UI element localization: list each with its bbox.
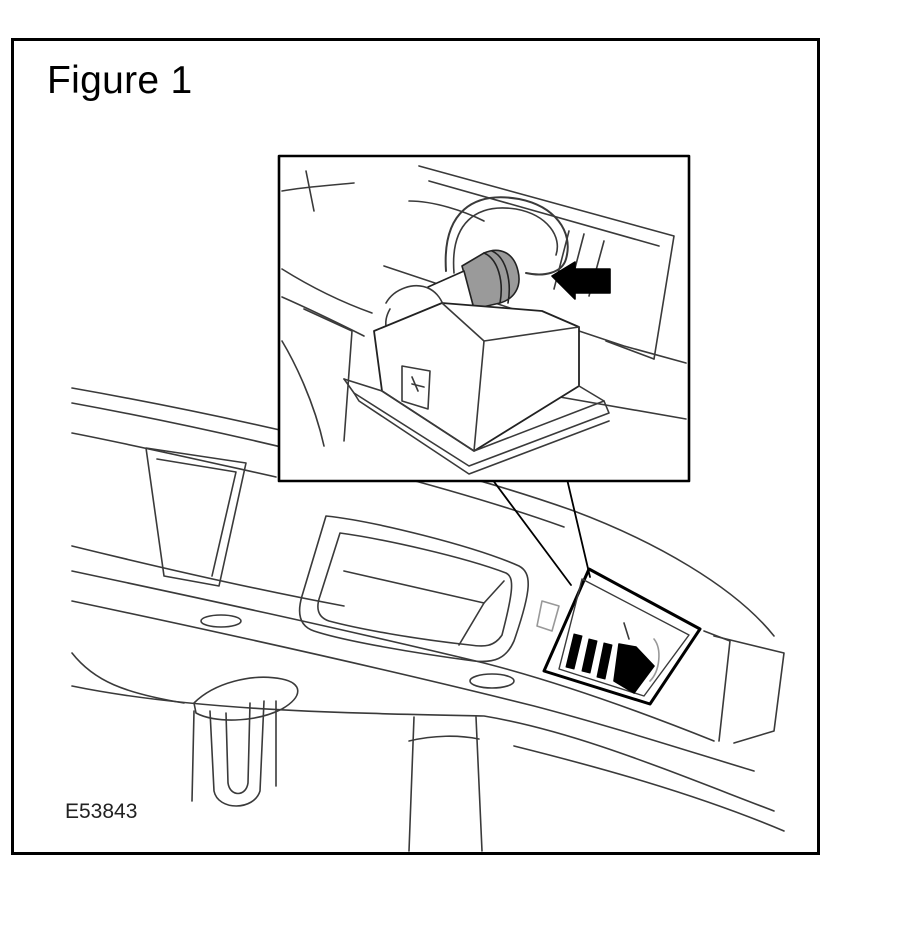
arrow-right-icon — [613, 643, 655, 694]
reference-code: E53843 — [65, 800, 138, 823]
figure-frame: Figure 1 — [11, 38, 820, 855]
technical-illustration — [71, 154, 785, 852]
lamp-housing — [536, 567, 702, 706]
trim-clip-right — [469, 673, 515, 689]
arrow-left-icon — [551, 261, 611, 300]
figure-title: Figure 1 — [47, 59, 193, 102]
trim-clip-left — [200, 614, 242, 628]
callout-leader — [491, 478, 591, 586]
detail-inset-drawing — [281, 165, 687, 475]
lamp-arrow-marks — [565, 633, 613, 680]
lower-pillar — [408, 716, 785, 852]
grab-handle-recess — [298, 515, 529, 663]
visor-hook — [191, 676, 299, 807]
left-trim-window — [145, 447, 247, 587]
